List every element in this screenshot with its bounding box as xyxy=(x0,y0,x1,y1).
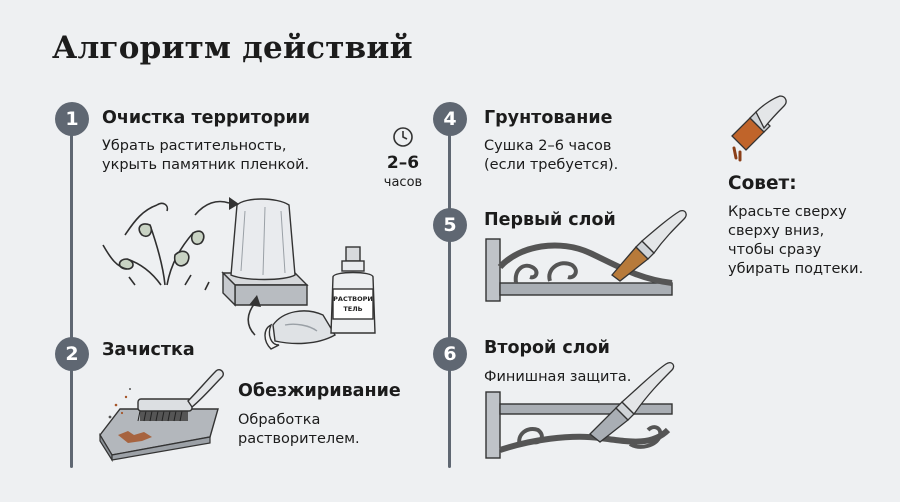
step-2-badge: 2 xyxy=(55,337,89,371)
timeline-right xyxy=(448,118,451,468)
tip-line3: чтобы сразу xyxy=(728,242,822,258)
step-6-badge: 6 xyxy=(433,337,467,371)
solvent-bottle-icon xyxy=(330,246,376,334)
covered-monument-icon xyxy=(221,198,309,307)
step-1-text-line2: укрыть памятник пленкой. xyxy=(102,157,310,173)
timeline-left xyxy=(70,118,73,468)
step-6-text: Финишная защита. xyxy=(484,369,632,385)
cloth-icon xyxy=(264,310,336,350)
solvent-label-line2: ТЕЛЬ xyxy=(343,305,362,313)
step-5-badge: 5 xyxy=(433,208,467,242)
paintbrush-icon xyxy=(611,209,687,282)
page-title: Алгоритм действий xyxy=(52,30,413,66)
tip-line2: сверху вниз, xyxy=(728,223,825,239)
tip-title: Совет: xyxy=(728,173,797,194)
tip-line4: убирать подтеки. xyxy=(728,261,864,277)
clock-icon xyxy=(393,127,413,147)
step-4-badge: 4 xyxy=(433,102,467,136)
timer-unit: часов xyxy=(383,175,423,190)
step-1-title: Очистка территории xyxy=(102,108,310,128)
step-4-text-line1: Сушка 2–6 часов xyxy=(484,138,612,154)
step-2-subtitle: Обезжиривание xyxy=(238,381,401,401)
step-1-illustration: РАСТВОРИ ТЕЛЬ xyxy=(102,197,376,350)
step-1-badge: 1 xyxy=(55,102,89,136)
step-1-text-line1: Убрать растительность, xyxy=(102,138,287,154)
metal-bracket-icon xyxy=(485,209,687,302)
wire-brush-icon xyxy=(99,368,225,463)
plant-icon xyxy=(102,202,210,291)
step-2-subtext-line2: растворителем. xyxy=(238,431,360,447)
tip-line1: Красьте сверху xyxy=(728,204,847,220)
paintbrush-icon xyxy=(589,362,675,443)
step-2-title: Зачистка xyxy=(102,340,195,360)
paintbrush-icon xyxy=(731,95,787,162)
metal-bracket-icon xyxy=(485,362,675,459)
step-5-title: Первый слой xyxy=(484,210,616,230)
timer-value: 2–6 xyxy=(386,153,420,173)
step-2-subtext-line1: Обработка xyxy=(238,412,321,428)
solvent-label-line1: РАСТВОРИ xyxy=(333,295,373,303)
step-4-title: Грунтование xyxy=(484,108,613,128)
step-4-text-line2: (если требуется). xyxy=(484,157,619,173)
step-6-title: Второй слой xyxy=(484,338,610,358)
